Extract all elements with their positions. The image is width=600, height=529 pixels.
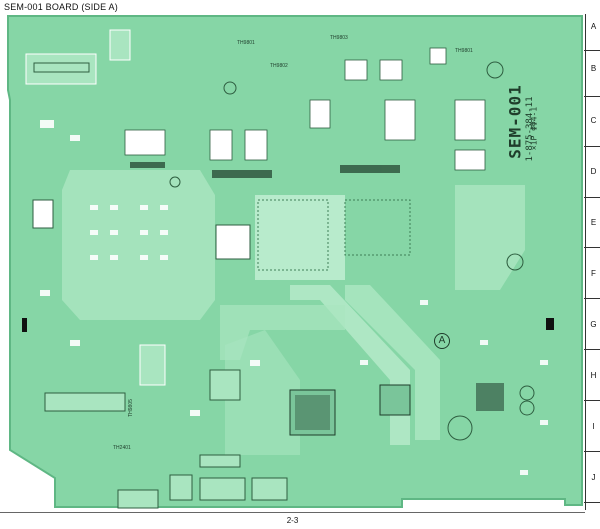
bottom-connector-2 (169, 474, 193, 501)
grid-row-label: F (591, 269, 596, 278)
component-label: TH2401 (113, 445, 131, 451)
page-title: SEM-001 BOARD (SIDE A) (4, 2, 118, 12)
board-label-main: SEM-001 (505, 84, 525, 159)
main-ic (215, 224, 251, 260)
bottom-connector-1 (117, 489, 159, 509)
pcb-board (7, 15, 583, 509)
grid-row-label: H (590, 371, 597, 380)
grid-row-label: J (591, 473, 596, 482)
marker-a: A (434, 333, 450, 349)
board-label-sub: ×1P ΦΦ4-1 (529, 106, 539, 151)
grid-row-label: E (590, 218, 597, 227)
bottom-ic-2 (379, 384, 411, 416)
bottom-ic-1 (289, 389, 336, 436)
grid-row-label: G (590, 320, 597, 329)
grid-row-label: D (590, 167, 597, 176)
grid-row-label: I (592, 422, 595, 431)
component-label: TH9802 (270, 63, 288, 69)
left-ic (32, 199, 54, 229)
grid-row-label: A (590, 22, 597, 31)
bottom-connector-4 (199, 477, 246, 501)
grid-row-label: C (590, 116, 597, 125)
component-label: TH9801 (237, 40, 255, 46)
component-label: TH9803 (330, 35, 348, 41)
component-label: TH9805 (127, 399, 134, 417)
bottom-connector-3 (199, 454, 241, 468)
page-number: 2-3 (286, 516, 299, 525)
bottom-connector-5 (251, 477, 288, 501)
connector-strip (25, 53, 97, 85)
trace-region-left (62, 170, 215, 320)
right-ic (476, 383, 504, 411)
footer-rule (0, 512, 585, 513)
grid-reference-column: A B C D E F G H I J (584, 14, 600, 510)
grid-row-label: B (590, 64, 597, 73)
marker-a-label: A (438, 335, 446, 346)
trace-region-bottom (345, 285, 440, 440)
component-label: TH9801 (455, 48, 473, 54)
trace-region-center (255, 195, 345, 280)
